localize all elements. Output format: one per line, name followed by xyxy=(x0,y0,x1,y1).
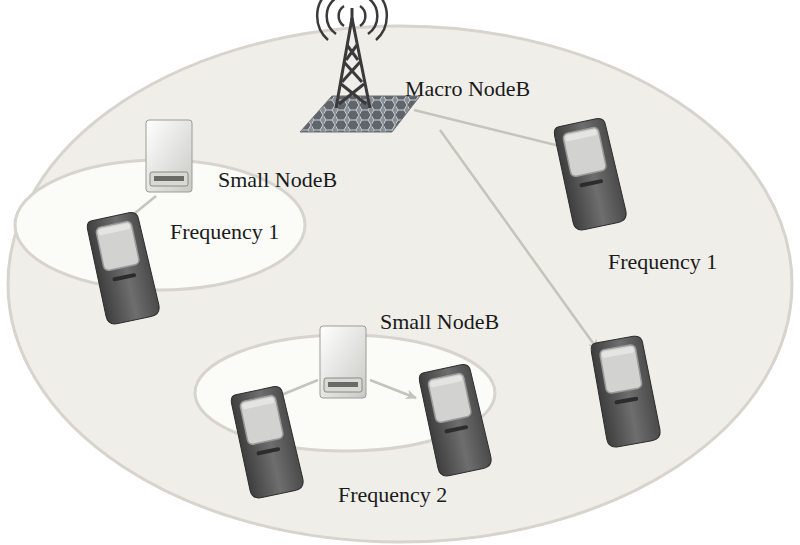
radio-waves xyxy=(317,0,387,40)
small-nodeb-device xyxy=(320,326,366,398)
cell-label: Small NodeB xyxy=(380,310,499,334)
phone xyxy=(553,117,628,232)
phone xyxy=(418,363,493,478)
cell-label: Small NodeB xyxy=(218,168,337,192)
cell-label: Frequency 1 xyxy=(608,250,717,274)
phone xyxy=(590,335,662,449)
phone xyxy=(230,385,305,500)
phone xyxy=(86,211,161,326)
cell-label: Frequency 1 xyxy=(170,220,279,244)
hex-plate xyxy=(300,96,420,132)
small-nodeb-device xyxy=(146,120,192,192)
link-arrows xyxy=(124,110,598,398)
cell-label: Macro NodeB xyxy=(405,77,530,101)
cell-label: Frequency 2 xyxy=(338,483,447,507)
